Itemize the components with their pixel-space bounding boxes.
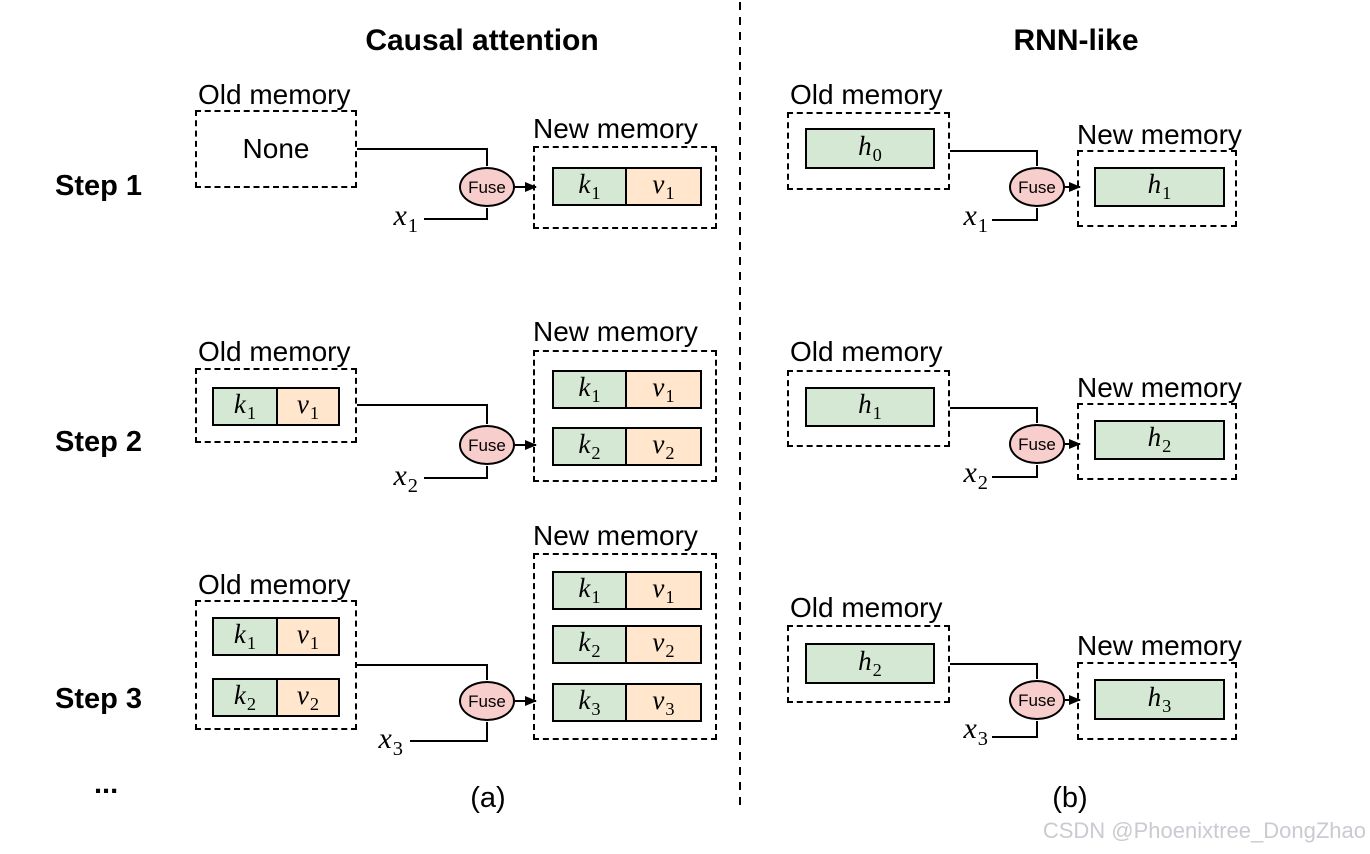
connector-input-to-fuse (424, 466, 488, 479)
hidden-state-cell: h2 (805, 643, 935, 684)
value-cell: v1 (625, 169, 700, 204)
new-memory-box: h3 (1077, 662, 1237, 740)
connector-old-to-fuse (357, 664, 488, 680)
new-memory-label: New memory (1077, 630, 1242, 661)
input-label-x3: x3 (963, 712, 988, 750)
old-memory-box: k1 v1 k2 v2 (195, 600, 357, 730)
value-cell: v3 (625, 685, 700, 720)
connector-old-to-fuse (950, 407, 1038, 423)
new-memory-box: k1 v1 (533, 146, 717, 229)
key-cell: k3 (554, 685, 626, 720)
input-label-x2: x2 (393, 459, 418, 497)
hidden-state-cell: h1 (805, 387, 935, 427)
rnn-like-title: RNN-like (1013, 24, 1139, 57)
old-memory-label: Old memory (198, 79, 351, 110)
new-memory-label: New memory (533, 316, 698, 347)
connector-old-to-fuse (950, 663, 1038, 679)
fuse-node: Fuse (459, 681, 515, 721)
new-memory-box: k1 v1 k2 v2 k3 v3 (533, 553, 717, 740)
fuse-node: Fuse (1009, 424, 1065, 464)
connector-input-to-fuse (992, 721, 1038, 738)
old-memory-label: Old memory (790, 79, 943, 110)
new-memory-label: New memory (533, 520, 698, 551)
kv-row: k1 v1 (212, 387, 340, 426)
value-cell: v1 (625, 573, 700, 608)
hidden-state-cell: h3 (1094, 679, 1225, 720)
caption-b: (b) (1052, 782, 1088, 814)
hidden-state-cell: h1 (1094, 167, 1225, 207)
input-label-x3: x3 (378, 722, 403, 760)
watermark: CSDN @Phoenixtree_DongZhao (1042, 818, 1366, 843)
connector-input-to-fuse (424, 208, 488, 220)
old-memory-box: None (195, 110, 357, 188)
fuse-node: Fuse (459, 167, 515, 207)
fuse-node: Fuse (1009, 680, 1065, 720)
hidden-state-cell: h0 (805, 128, 935, 169)
old-memory-box: h1 (787, 370, 950, 447)
key-cell: k2 (214, 680, 276, 715)
kv-row: k1 v1 (552, 167, 702, 206)
caption-a: (a) (470, 782, 506, 814)
value-cell: v1 (625, 372, 700, 407)
key-cell: k1 (554, 169, 626, 204)
value-cell: v2 (625, 429, 700, 464)
old-memory-box: k1 v1 (195, 368, 357, 443)
step-3-label: Step 3 (55, 683, 143, 715)
key-cell: k1 (554, 372, 626, 407)
connector-input-to-fuse (410, 722, 488, 742)
value-cell: v2 (275, 680, 338, 715)
kv-row: k2 v2 (212, 678, 340, 717)
key-cell: k2 (554, 627, 626, 662)
none-text: None (242, 133, 310, 164)
old-memory-label: Old memory (790, 592, 943, 623)
key-cell: k2 (554, 429, 626, 464)
new-memory-box: k1 v1 k2 v2 (533, 350, 717, 482)
old-memory-label: Old memory (198, 336, 351, 367)
new-memory-box: h1 (1077, 150, 1237, 227)
ellipsis-more-steps: ... (94, 768, 119, 800)
old-memory-label: Old memory (198, 569, 351, 600)
kv-row: k1 v1 (552, 370, 702, 409)
value-cell: v1 (275, 619, 338, 654)
input-label-x1: x1 (963, 199, 988, 237)
input-label-x1: x1 (393, 199, 418, 237)
new-memory-label: New memory (1077, 372, 1242, 403)
old-memory-label: Old memory (790, 336, 943, 367)
new-memory-label: New memory (533, 113, 698, 144)
connector-old-to-fuse (357, 404, 488, 424)
kv-row: k2 v2 (552, 427, 702, 466)
connector-input-to-fuse (992, 465, 1038, 478)
new-memory-label: New memory (1077, 119, 1242, 150)
causal-attention-title: Causal attention (365, 24, 599, 57)
fuse-node: Fuse (459, 425, 515, 465)
value-cell: v1 (275, 389, 338, 424)
new-memory-box: h2 (1077, 403, 1237, 480)
key-cell: k1 (554, 573, 626, 608)
connector-input-to-fuse (992, 208, 1038, 221)
kv-row: k2 v2 (552, 625, 702, 664)
value-cell: v2 (625, 627, 700, 662)
kv-row: k3 v3 (552, 683, 702, 722)
input-label-x2: x2 (963, 456, 988, 494)
connector-old-to-fuse (357, 148, 488, 166)
key-cell: k1 (214, 619, 276, 654)
kv-row: k1 v1 (212, 617, 340, 656)
key-cell: k1 (214, 389, 276, 424)
old-memory-box: h2 (787, 625, 950, 703)
fuse-node: Fuse (1009, 167, 1065, 207)
step-2-label: Step 2 (55, 426, 143, 458)
connector-old-to-fuse (950, 150, 1038, 166)
step-1-label: Step 1 (55, 170, 143, 202)
hidden-state-cell: h2 (1094, 420, 1225, 460)
kv-row: k1 v1 (552, 571, 702, 610)
old-memory-box: h0 (787, 112, 950, 190)
